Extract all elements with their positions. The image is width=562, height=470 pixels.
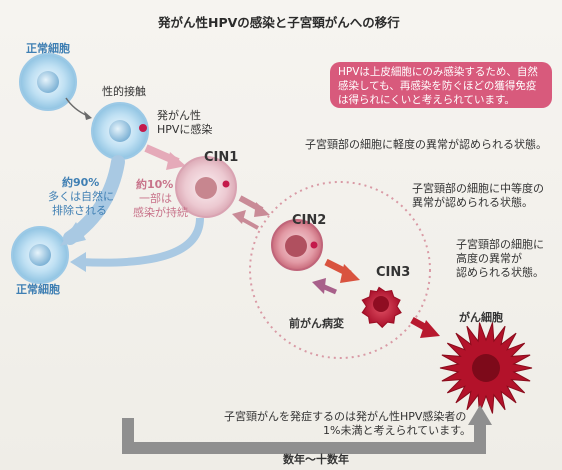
- infected-label-2: HPVに感染: [157, 123, 213, 136]
- cin3-cell: [361, 286, 402, 329]
- cin2-label: CIN2: [292, 213, 327, 228]
- normal-cell-bottom-label: 正常細胞: [16, 283, 60, 296]
- infected-cell: [91, 102, 149, 160]
- timeline-arrow: [122, 418, 486, 454]
- cin1-desc: 子宮頸部の細胞に軽度の異常が認められる状態。: [305, 138, 547, 151]
- persist-line-1: 一部は: [139, 192, 172, 205]
- cancer-cell: [439, 322, 533, 414]
- cin3-desc-2: 高度の異常が: [456, 252, 522, 265]
- persist-line-2: 感染が持続: [133, 206, 188, 219]
- persist-pct: 約10%: [136, 178, 174, 191]
- precancer-boundary: [249, 181, 431, 359]
- cin3-label: CIN3: [376, 265, 411, 280]
- page-title: 発がん性HPVの感染と子宮頸がんへの移行: [158, 15, 400, 30]
- normal-cell-bottom: [11, 226, 69, 284]
- cancer-cell-label: がん細胞: [459, 311, 503, 324]
- duration-label: 数年〜十数年: [283, 453, 349, 466]
- cleared-pct: 約90%: [62, 176, 100, 189]
- note-box: HPVは上皮細胞にのみ感染するため、自然 感染しても、再感染を防ぐほどの獲得免疫…: [330, 62, 552, 108]
- cin1-cell: [175, 156, 237, 218]
- cin1-label: CIN1: [204, 150, 239, 165]
- note-line-2: 感染しても、再感染を防ぐほどの獲得免疫: [338, 80, 537, 92]
- normal-cell-top-label: 正常細胞: [26, 42, 70, 55]
- bottom-note-2: 1%未満と考えられています。: [323, 424, 472, 437]
- cin3-desc-3: 認められる状態。: [456, 266, 544, 279]
- cleared-line-1: 多くは自然に: [48, 190, 114, 203]
- cin2-desc-1: 子宮頸部の細胞に中等度の: [412, 182, 544, 195]
- clear-arrow-2: [79, 217, 204, 267]
- normal-cell-top: [19, 53, 77, 111]
- cin2-cell: [271, 219, 323, 271]
- cancer-nucleus: [472, 354, 500, 382]
- precancer-label: 前がん病変: [289, 317, 344, 330]
- cleared-line-2: 排除される: [52, 204, 107, 217]
- cin2-desc-2: 異常が認められる状態。: [412, 196, 533, 209]
- note-line-3: は得られにくいと考えられています。: [338, 94, 515, 106]
- note-line-1: HPVは上皮細胞にのみ感染するため、自然: [338, 66, 538, 78]
- sexual-contact-label: 性的接触: [102, 85, 146, 98]
- cin3-desc-1: 子宮頸部の細胞に: [456, 238, 544, 251]
- infected-label-1: 発がん性: [157, 109, 201, 122]
- bottom-note-1: 子宮頸がんを発症するのは発がん性HPV感染者の: [224, 410, 467, 423]
